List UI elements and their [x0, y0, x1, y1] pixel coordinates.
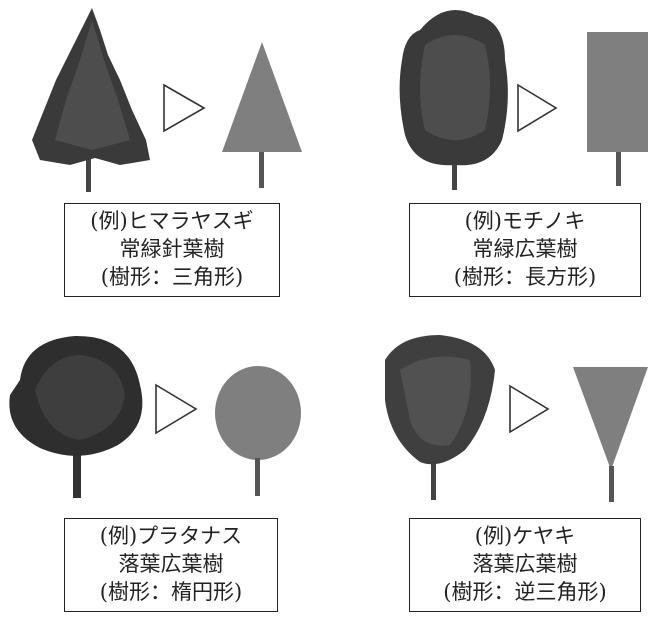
tree-photo-mochinoki: [399, 10, 508, 190]
caption-mochinoki: (例)モチノキ 常緑広葉樹 (樹形：長方形): [409, 203, 641, 297]
caption-example: (例)ケヤキ: [474, 524, 576, 548]
caption-platanus: (例)プラタナス 落葉広葉樹 (樹形：楕円形): [64, 518, 278, 612]
caption-example: (例)ヒマラヤスギ: [90, 209, 254, 233]
shape-ellipse: [215, 366, 301, 496]
arrow-3: [155, 383, 198, 435]
arrow-2: [517, 83, 558, 133]
caption-form: (樹形：楕円形): [99, 580, 243, 604]
caption-example: (例)モチノキ: [464, 209, 586, 233]
caption-category: 落葉広葉樹: [118, 552, 224, 576]
tree-photo-himalayan-cedar: [32, 8, 150, 192]
arrow-4: [509, 384, 550, 434]
caption-form: (樹形：逆三角形): [443, 580, 607, 604]
caption-himalayan-cedar: (例)ヒマラヤスギ 常緑針葉樹 (樹形：三角形): [64, 203, 280, 297]
caption-form: (樹形：長方形): [453, 265, 597, 289]
caption-example: (例)プラタナス: [99, 524, 243, 548]
caption-category: 常緑針葉樹: [119, 237, 225, 261]
caption-zelkova: (例)ケヤキ 落葉広葉樹 (樹形：逆三角形): [409, 518, 641, 612]
arrow-1: [163, 83, 206, 133]
caption-category: 落葉広葉樹: [472, 552, 578, 576]
shape-inverted-triangle: [573, 367, 648, 502]
tree-photo-platanus: [9, 335, 143, 498]
tree-photo-zelkova: [385, 335, 495, 500]
shape-rectangle: [587, 32, 648, 186]
shape-triangle: [222, 42, 302, 188]
caption-category: 常緑広葉樹: [472, 237, 578, 261]
caption-form: (樹形：三角形): [100, 265, 244, 289]
